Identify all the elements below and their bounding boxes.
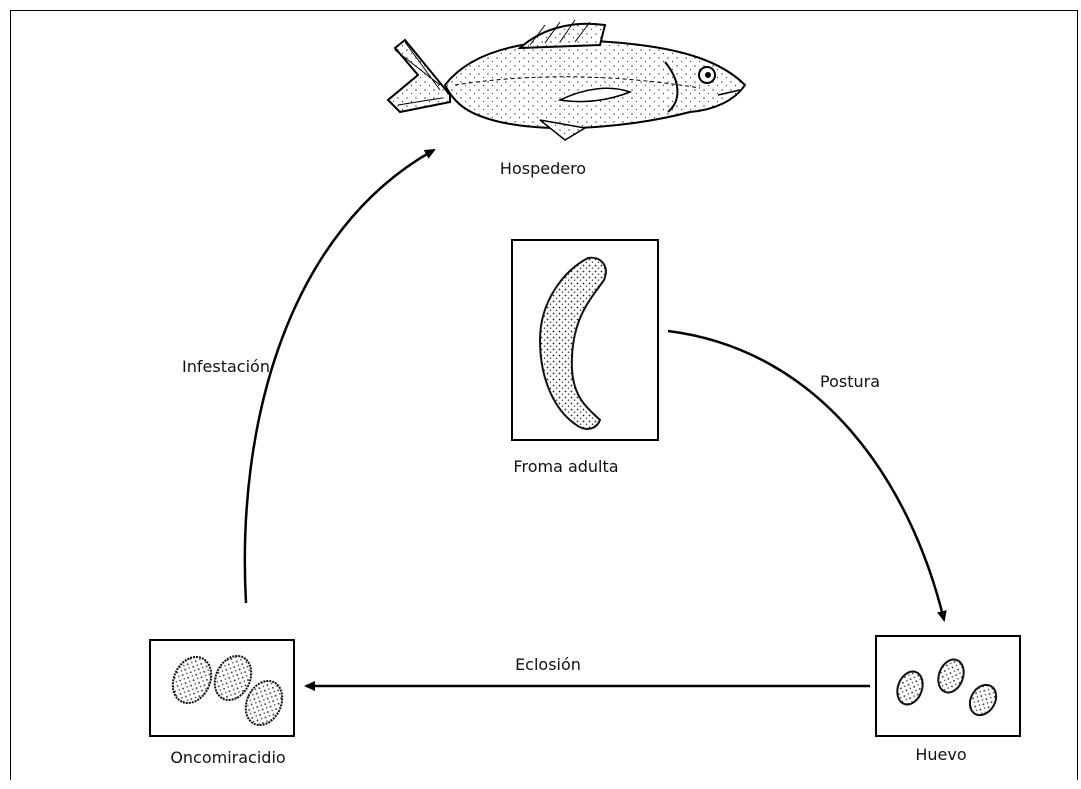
infestation-label: Infestación <box>182 357 270 376</box>
infestation-arrow <box>245 150 434 603</box>
laying-arrow <box>668 331 944 620</box>
host-label: Hospedero <box>500 159 586 178</box>
laying-label: Postura <box>820 372 880 391</box>
fish-illustration <box>388 20 745 140</box>
oncomiracidium-label: Oncomiracidio <box>170 748 285 767</box>
adult-form-label: Froma adulta <box>513 457 618 476</box>
hatching-label: Eclosión <box>515 655 581 674</box>
egg-label: Huevo <box>915 745 966 764</box>
